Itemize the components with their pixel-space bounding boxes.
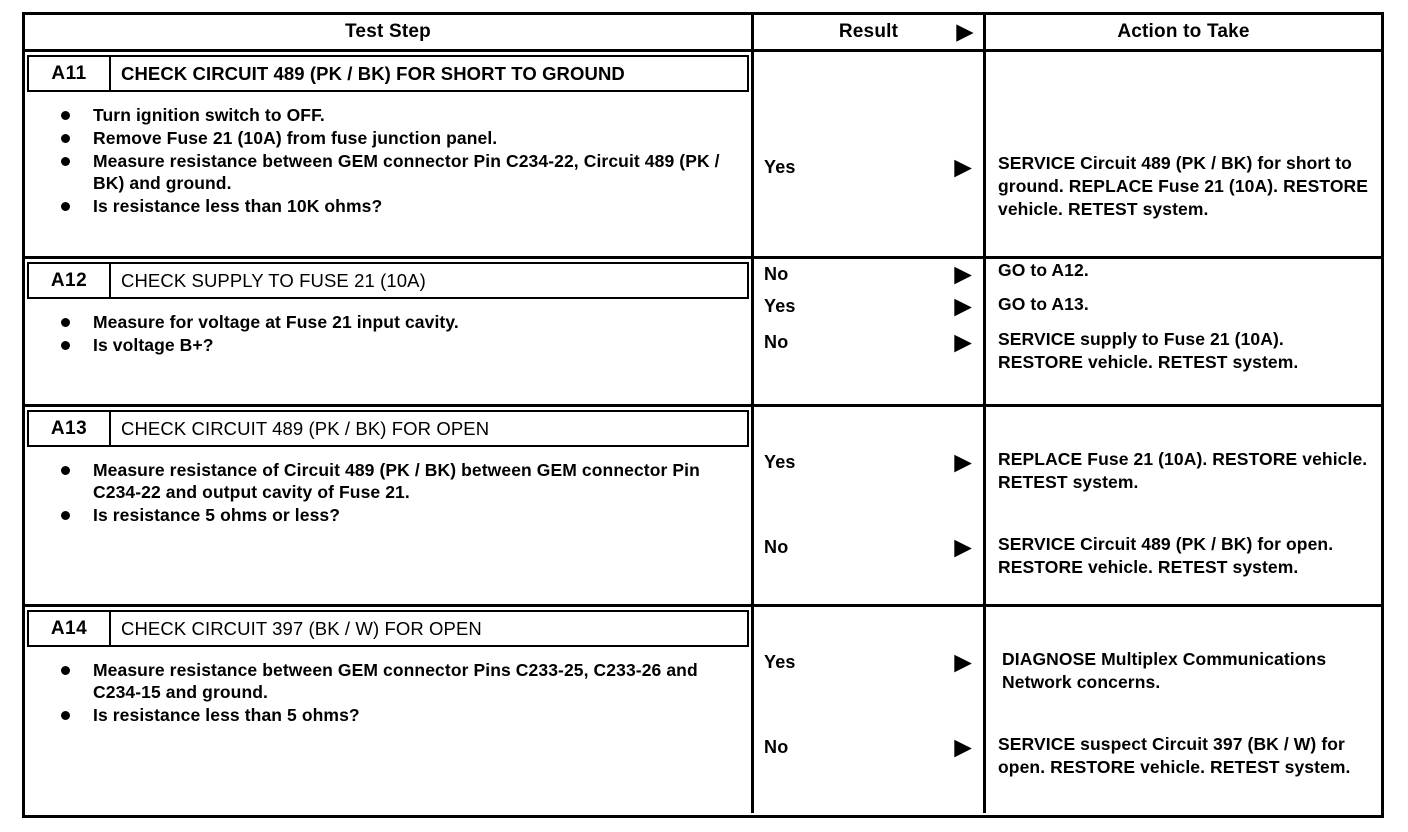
table-body: A11 CHECK CIRCUIT 489 (PK / BK) FOR SHOR… (25, 52, 1381, 815)
test-step-body: Measure for voltage at Fuse 21 input cav… (25, 299, 751, 404)
list-item: Is voltage B+? (33, 334, 743, 356)
right-arrow-icon: ▶ (954, 733, 972, 760)
test-step-header: A13 CHECK CIRCUIT 489 (PK / BK) FOR OPEN (27, 410, 749, 447)
test-step-cell: A14 CHECK CIRCUIT 397 (BK / W) FOR OPEN … (25, 607, 754, 813)
table-row: A14 CHECK CIRCUIT 397 (BK / W) FOR OPEN … (25, 607, 1381, 813)
result-cell: Yes ▶ No ▶ (754, 259, 986, 404)
table-row: A11 CHECK CIRCUIT 489 (PK / BK) FOR SHOR… (25, 52, 1381, 285)
action-text: SERVICE suspect Circuit 397 (BK / W) for… (998, 734, 1351, 777)
result-label: No (764, 331, 789, 352)
result-option-yes: Yes ▶ (754, 448, 983, 475)
result-label: No (764, 263, 789, 284)
step-title: CHECK SUPPLY TO FUSE 21 (10A) (111, 262, 749, 299)
list-item: Measure resistance between GEM connector… (33, 150, 743, 194)
result-cell: Yes ▶ No ▶ (754, 52, 986, 285)
instruction-list: Turn ignition switch to OFF. Remove Fuse… (33, 104, 743, 217)
result-cell: Yes ▶ No ▶ (754, 407, 986, 604)
result-option-yes: Yes ▶ (754, 648, 983, 675)
result-option-no: No ▶ (754, 328, 983, 355)
list-item: Measure resistance of Circuit 489 (PK / … (33, 459, 743, 503)
result-label: Yes (764, 156, 796, 177)
right-arrow-icon: ▶ (954, 448, 972, 475)
table-row: A12 CHECK SUPPLY TO FUSE 21 (10A) Measur… (25, 259, 1381, 407)
table-row: A13 CHECK CIRCUIT 489 (PK / BK) FOR OPEN… (25, 407, 1381, 607)
action-text: REPLACE Fuse 21 (10A). RESTORE vehicle. … (998, 449, 1368, 492)
pinpoint-test-table: Test Step Result ▶ Action to Take A11 CH… (22, 12, 1384, 818)
result-label: No (764, 736, 789, 757)
result-label: Yes (764, 451, 796, 472)
action-text: GO to A13. (998, 294, 1089, 314)
result-cell: Yes ▶ No ▶ (754, 607, 986, 813)
list-item: Remove Fuse 21 (10A) from fuse junction … (33, 127, 743, 149)
test-step-body: Turn ignition switch to OFF. Remove Fuse… (25, 92, 751, 256)
step-title: CHECK CIRCUIT 489 (PK / BK) FOR OPEN (111, 410, 749, 447)
instruction-list: Measure for voltage at Fuse 21 input cav… (33, 311, 743, 356)
column-header-action-to-take: Action to Take (986, 15, 1381, 49)
result-label: Yes (764, 651, 796, 672)
table-header-row: Test Step Result ▶ Action to Take (25, 15, 1381, 52)
result-label: No (764, 536, 789, 557)
instruction-list: Measure resistance between GEM connector… (33, 659, 743, 726)
step-id-badge: A11 (27, 55, 111, 92)
action-cell: REPLACE Fuse 21 (10A). RESTORE vehicle. … (986, 407, 1381, 604)
column-header-result: Result ▶ (754, 15, 986, 49)
list-item: Is resistance less than 10K ohms? (33, 195, 743, 217)
test-step-cell: A11 CHECK CIRCUIT 489 (PK / BK) FOR SHOR… (25, 52, 754, 256)
result-option-no: No ▶ (754, 260, 983, 287)
result-label: Yes (764, 295, 796, 316)
test-step-header: A12 CHECK SUPPLY TO FUSE 21 (10A) (27, 262, 749, 299)
action-cell: DIAGNOSE Multiplex Communications Networ… (986, 607, 1381, 813)
column-header-action-label: Action to Take (1117, 21, 1250, 42)
instruction-list: Measure resistance of Circuit 489 (PK / … (33, 459, 743, 526)
right-arrow-icon: ▶ (954, 153, 972, 180)
column-header-test-step-label: Test Step (345, 21, 431, 42)
test-step-header: A14 CHECK CIRCUIT 397 (BK / W) FOR OPEN (27, 610, 749, 647)
step-id-badge: A13 (27, 410, 111, 447)
list-item: Turn ignition switch to OFF. (33, 104, 743, 126)
right-arrow-icon: ▶ (954, 260, 972, 287)
result-option-yes: Yes ▶ (754, 153, 983, 180)
action-text: DIAGNOSE Multiplex Communications Networ… (1002, 649, 1327, 692)
step-title: CHECK CIRCUIT 397 (BK / W) FOR OPEN (111, 610, 749, 647)
result-option-yes: Yes ▶ (754, 292, 983, 319)
column-header-result-label: Result (838, 21, 899, 42)
step-title: CHECK CIRCUIT 489 (PK / BK) FOR SHORT TO… (111, 55, 749, 92)
test-step-body: Measure resistance between GEM connector… (25, 647, 751, 813)
list-item: Measure resistance between GEM connector… (33, 659, 743, 703)
column-header-test-step: Test Step (25, 15, 754, 49)
result-option-no: No ▶ (754, 533, 983, 560)
right-arrow-icon: ▶ (956, 20, 973, 44)
right-arrow-icon: ▶ (954, 648, 972, 675)
step-id-badge: A12 (27, 262, 111, 299)
action-cell: GO to A13. SERVICE supply to Fuse 21 (10… (986, 259, 1381, 404)
right-arrow-icon: ▶ (954, 328, 972, 355)
step-id-badge: A14 (27, 610, 111, 647)
test-step-body: Measure resistance of Circuit 489 (PK / … (25, 447, 751, 604)
list-item: Measure for voltage at Fuse 21 input cav… (33, 311, 743, 333)
action-text: SERVICE Circuit 489 (PK / BK) for open. … (998, 534, 1334, 577)
right-arrow-icon: ▶ (954, 533, 972, 560)
result-option-no: No ▶ (754, 733, 983, 760)
action-text: SERVICE supply to Fuse 21 (10A). RESTORE… (998, 329, 1299, 372)
action-text: GO to A12. (998, 260, 1089, 280)
right-arrow-icon: ▶ (954, 292, 972, 319)
action-text: SERVICE Circuit 489 (PK / BK) for short … (998, 153, 1369, 219)
list-item: Is resistance less than 5 ohms? (33, 704, 743, 726)
test-step-cell: A12 CHECK SUPPLY TO FUSE 21 (10A) Measur… (25, 259, 754, 404)
list-item: Is resistance 5 ohms or less? (33, 504, 743, 526)
action-cell: SERVICE Circuit 489 (PK / BK) for short … (986, 52, 1381, 280)
test-step-header: A11 CHECK CIRCUIT 489 (PK / BK) FOR SHOR… (27, 55, 749, 92)
test-step-cell: A13 CHECK CIRCUIT 489 (PK / BK) FOR OPEN… (25, 407, 754, 604)
